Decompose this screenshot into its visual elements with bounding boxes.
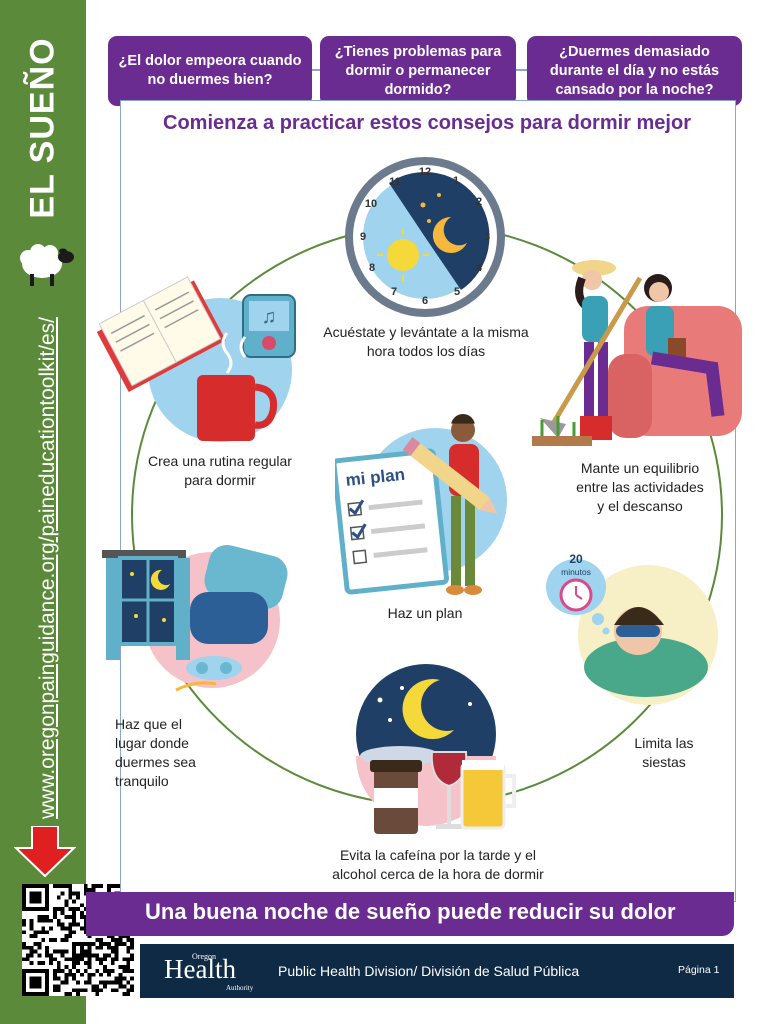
svg-text:minutos: minutos bbox=[561, 567, 591, 577]
svg-text:♫: ♫ bbox=[262, 306, 277, 328]
svg-text:7: 7 bbox=[391, 286, 397, 298]
sidebar-title: EL SUEÑO bbox=[23, 37, 62, 219]
plan-illustration: mi plan bbox=[335, 410, 507, 595]
tip-plan: Haz un plan bbox=[387, 605, 463, 621]
svg-text:11: 11 bbox=[389, 176, 401, 188]
footer-band bbox=[86, 892, 734, 936]
svg-text:12: 12 bbox=[419, 166, 431, 178]
question-box-3: ¿Duermes demasiado durante el día y no e… bbox=[527, 36, 742, 106]
division-name: Public Health Division/ División de Salu… bbox=[278, 963, 580, 979]
sheep-icon bbox=[20, 244, 74, 286]
naps-illustration: 20 minutos bbox=[546, 552, 718, 705]
tip-quiet: Haz que el lugar donde duermes sea tranq… bbox=[115, 716, 196, 789]
tip-balance: Mante un equilibrio entre las actividade… bbox=[576, 460, 704, 514]
svg-text:8: 8 bbox=[369, 262, 375, 274]
svg-text:1: 1 bbox=[453, 175, 459, 187]
tip-caffeine: Evita la cafeína por la tarde y el alcoh… bbox=[332, 847, 544, 882]
svg-text:6: 6 bbox=[422, 295, 428, 307]
svg-text:5: 5 bbox=[454, 286, 460, 298]
quiet-illustration bbox=[102, 544, 288, 692]
tip-same-time: Acuéstate y levántate a la misma hora to… bbox=[323, 324, 529, 359]
balance-illustration bbox=[532, 260, 742, 446]
arrow-down-icon bbox=[14, 826, 76, 878]
caffeine-illustration bbox=[356, 664, 516, 834]
tip-naps: Limita las siestas bbox=[634, 735, 694, 770]
svg-text:2: 2 bbox=[476, 196, 482, 208]
svg-text:9: 9 bbox=[360, 231, 366, 243]
page-subtitle: Comienza a practicar estos consejos para… bbox=[163, 112, 691, 134]
clock-illustration: 12 1 2 3 4 5 6 7 8 9 10 11 bbox=[345, 157, 505, 317]
svg-text:10: 10 bbox=[365, 198, 377, 210]
question-box-1: ¿El dolor empeora cuando no duermes bien… bbox=[108, 36, 312, 106]
svg-text:20: 20 bbox=[569, 552, 583, 566]
bottom-bar bbox=[140, 944, 734, 998]
clock-numbers: 12 1 2 3 4 5 6 7 8 9 10 11 bbox=[360, 166, 490, 307]
footer-slogan: Una buena noche de sueño puede reducir s… bbox=[145, 899, 676, 924]
page-number: Página 1 bbox=[678, 964, 720, 976]
svg-text:4: 4 bbox=[476, 262, 483, 274]
tip-routine: Crea una rutina regular para dormir bbox=[148, 453, 292, 488]
routine-illustration: ♫ bbox=[96, 276, 296, 442]
question-box-2: ¿Tienes problemas para dormir o permanec… bbox=[320, 36, 516, 106]
sidebar-url[interactable]: www.oregonpainguidance.org/paineducation… bbox=[36, 316, 59, 820]
svg-text:3: 3 bbox=[484, 231, 490, 243]
